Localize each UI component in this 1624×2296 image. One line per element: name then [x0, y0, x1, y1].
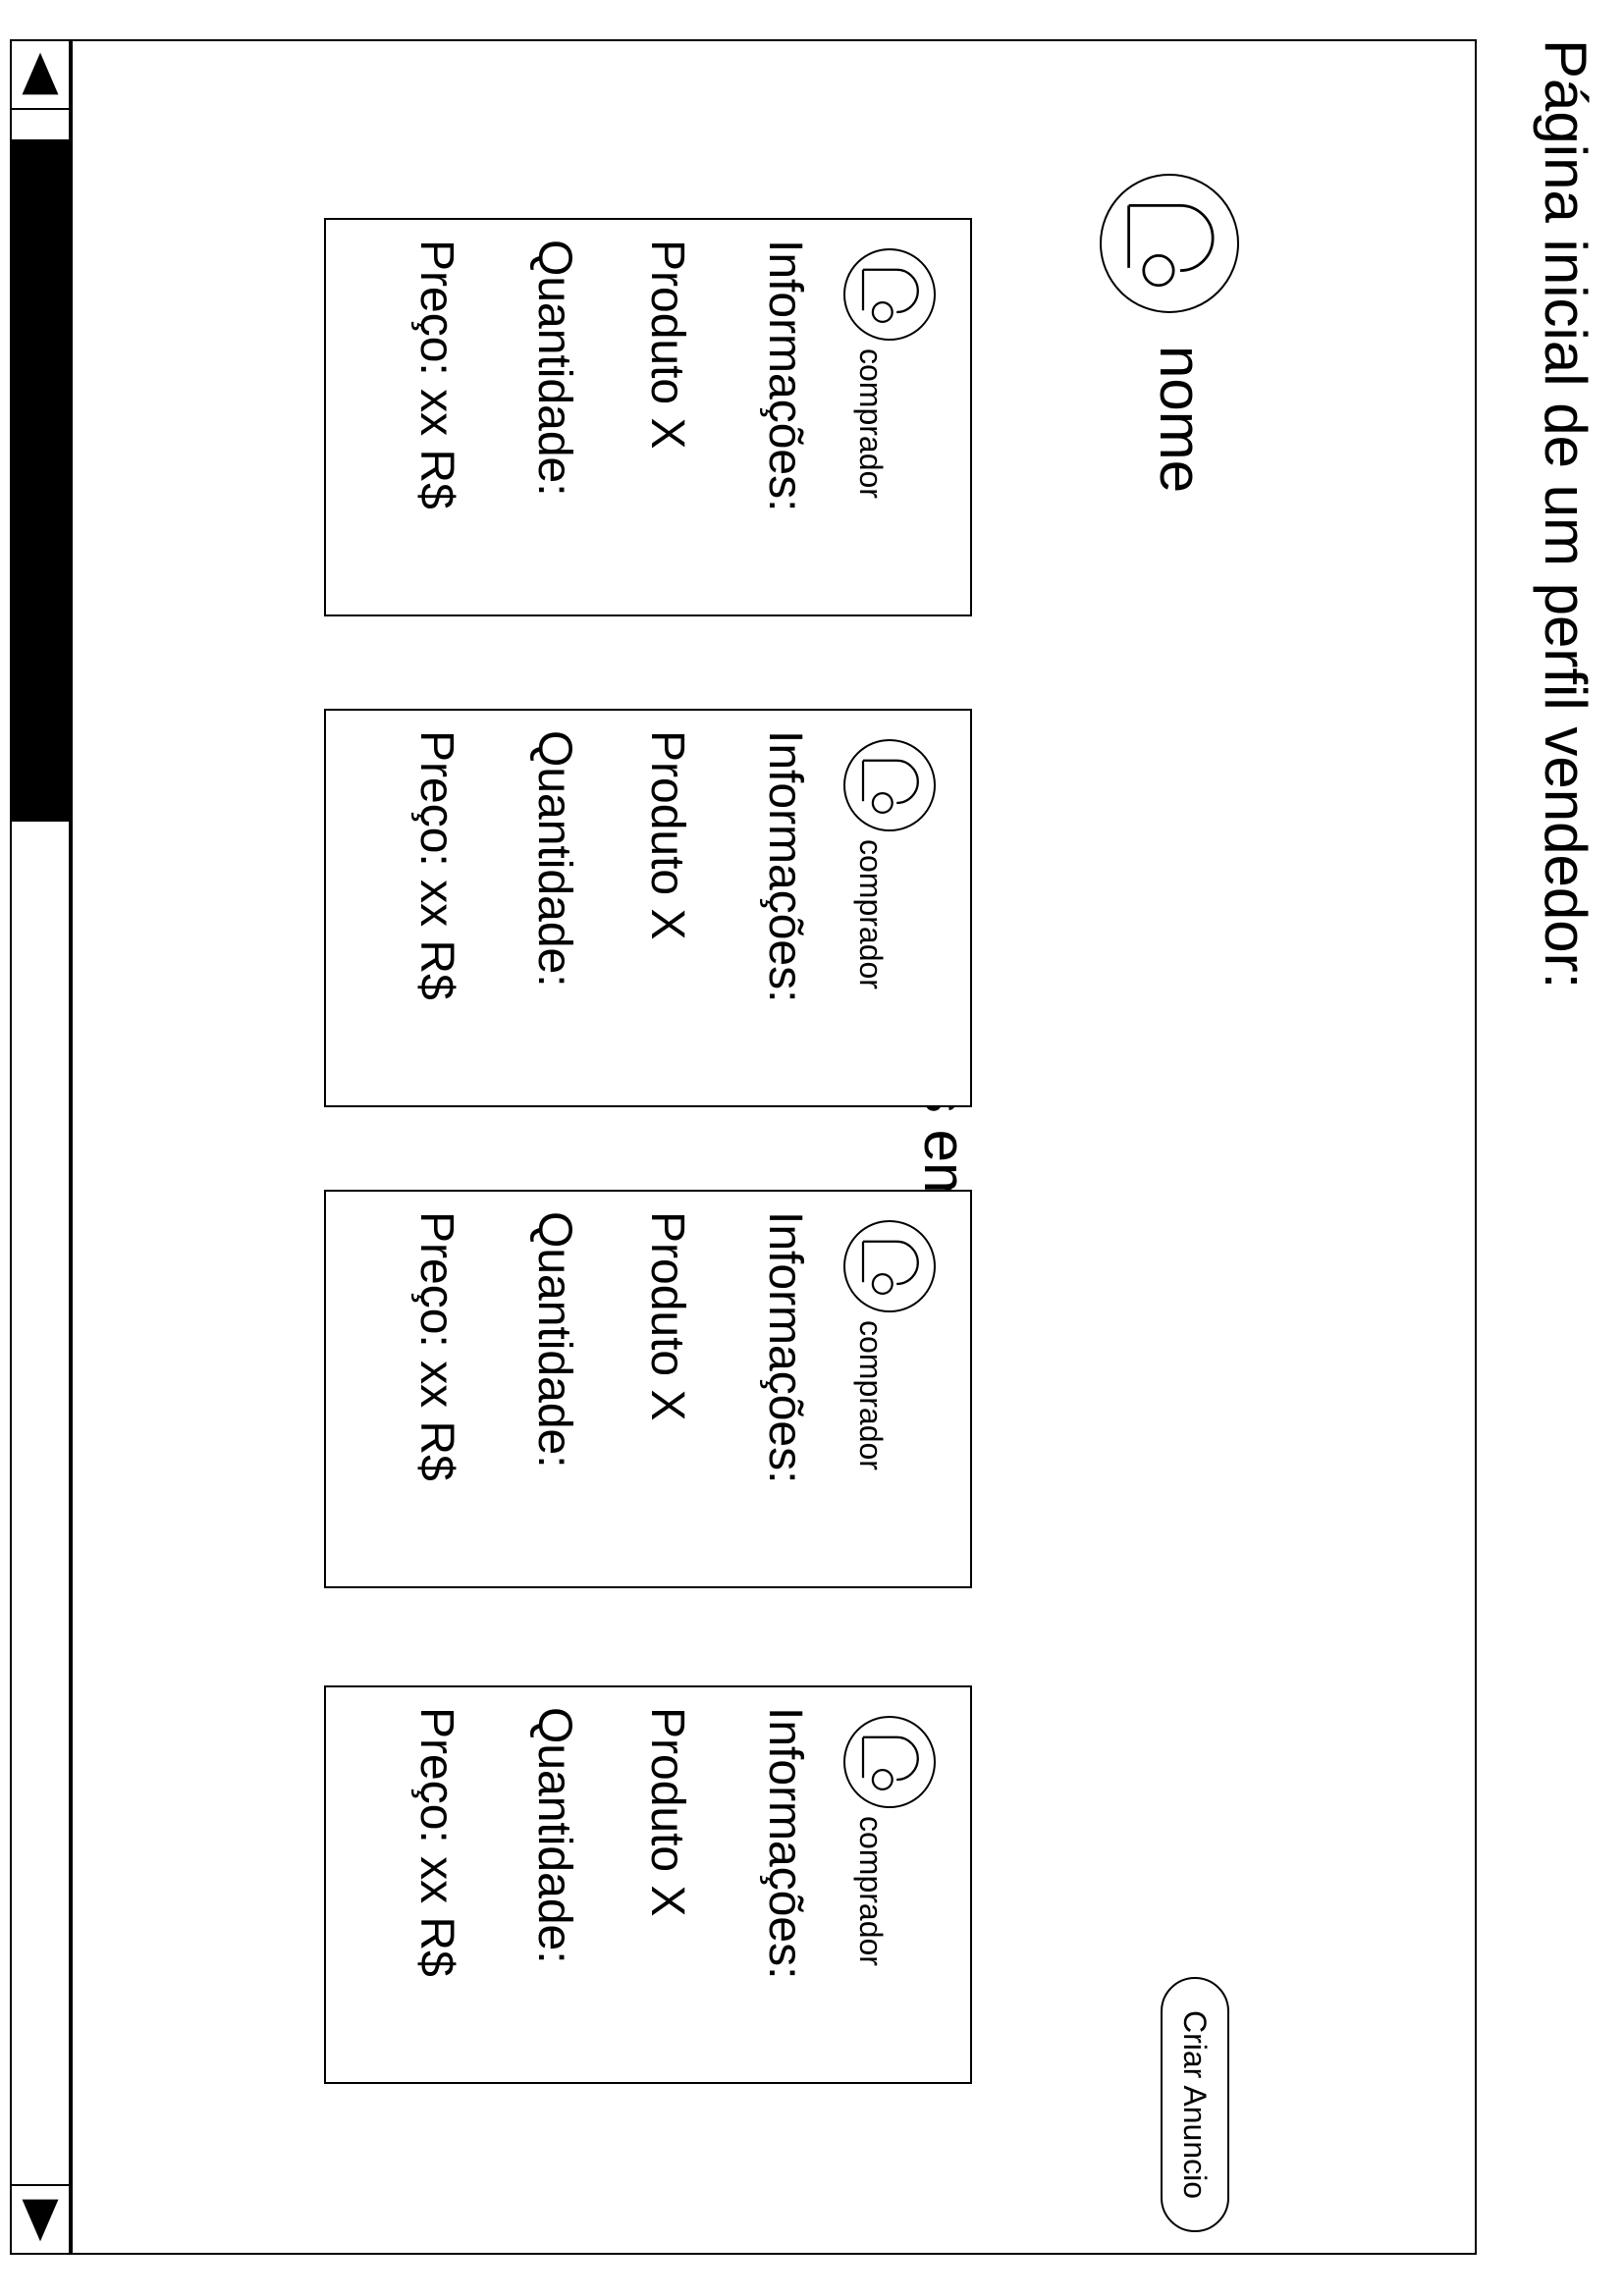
- buyer-avatar-icon: [843, 739, 936, 831]
- buyer-avatar-icon: [843, 1220, 936, 1312]
- profile-name: nome: [1148, 346, 1214, 494]
- arrow-left-glyph: [22, 52, 59, 95]
- price-label: Preço: xx R$: [410, 730, 462, 1000]
- buyer-label: comprador: [853, 1816, 889, 1966]
- info-label: Informações:: [759, 1211, 811, 1484]
- info-label: Informações:: [759, 1707, 811, 1980]
- buyer-avatar-icon: [843, 1716, 936, 1808]
- arrow-left-icon[interactable]: [12, 41, 69, 110]
- buyer-label: comprador: [853, 839, 889, 989]
- quantity-label: Quantidade:: [528, 730, 580, 988]
- price-label: Preço: xx R$: [410, 1211, 462, 1481]
- product-name: Produto X: [641, 240, 693, 450]
- quantity-label: Quantidade:: [528, 1211, 580, 1468]
- product-name: Produto X: [641, 1707, 693, 1917]
- price-label: Preço: xx R$: [410, 1707, 462, 1977]
- quantity-label: Quantidade:: [528, 240, 580, 497]
- price-label: Preço: xx R$: [410, 240, 462, 509]
- arrow-right-icon[interactable]: [12, 2184, 69, 2253]
- sale-card[interactable]: comprador Informações: Produto X Quantid…: [324, 1685, 972, 2084]
- buyer-label: comprador: [853, 348, 889, 499]
- buyer-avatar-glyph: [861, 1735, 919, 1791]
- page-title: Página inicial de um perfil vendedor:: [1533, 39, 1598, 989]
- info-label: Informações:: [759, 240, 811, 512]
- buyer-avatar-glyph: [861, 1240, 919, 1296]
- quantity-label: Quantidade:: [528, 1707, 580, 1964]
- sale-card[interactable]: comprador Informações: Produto X Quantid…: [324, 1190, 972, 1588]
- buyer-avatar-glyph: [861, 759, 919, 815]
- info-label: Informações:: [759, 730, 811, 1003]
- scrollbar-thumb[interactable]: [12, 139, 69, 822]
- create-ad-button[interactable]: Criar Anuncio: [1161, 1977, 1229, 2232]
- buyer-label: comprador: [853, 1320, 889, 1470]
- buyer-avatar-icon: [843, 248, 936, 341]
- arrow-right-glyph: [22, 2199, 59, 2242]
- browser-frame: nome Suas vendas em andamento: Criar Anu…: [71, 39, 1477, 2255]
- buyer-avatar-glyph: [861, 268, 919, 324]
- sale-card[interactable]: comprador Informações: Produto X Quantid…: [324, 709, 972, 1107]
- product-name: Produto X: [641, 730, 693, 940]
- sale-card[interactable]: comprador Informações: Produto X Quantid…: [324, 218, 972, 616]
- horizontal-scrollbar[interactable]: [10, 39, 71, 2255]
- product-name: Produto X: [641, 1211, 693, 1421]
- user-avatar-glyph: [1127, 203, 1215, 288]
- user-avatar-icon[interactable]: [1100, 174, 1239, 313]
